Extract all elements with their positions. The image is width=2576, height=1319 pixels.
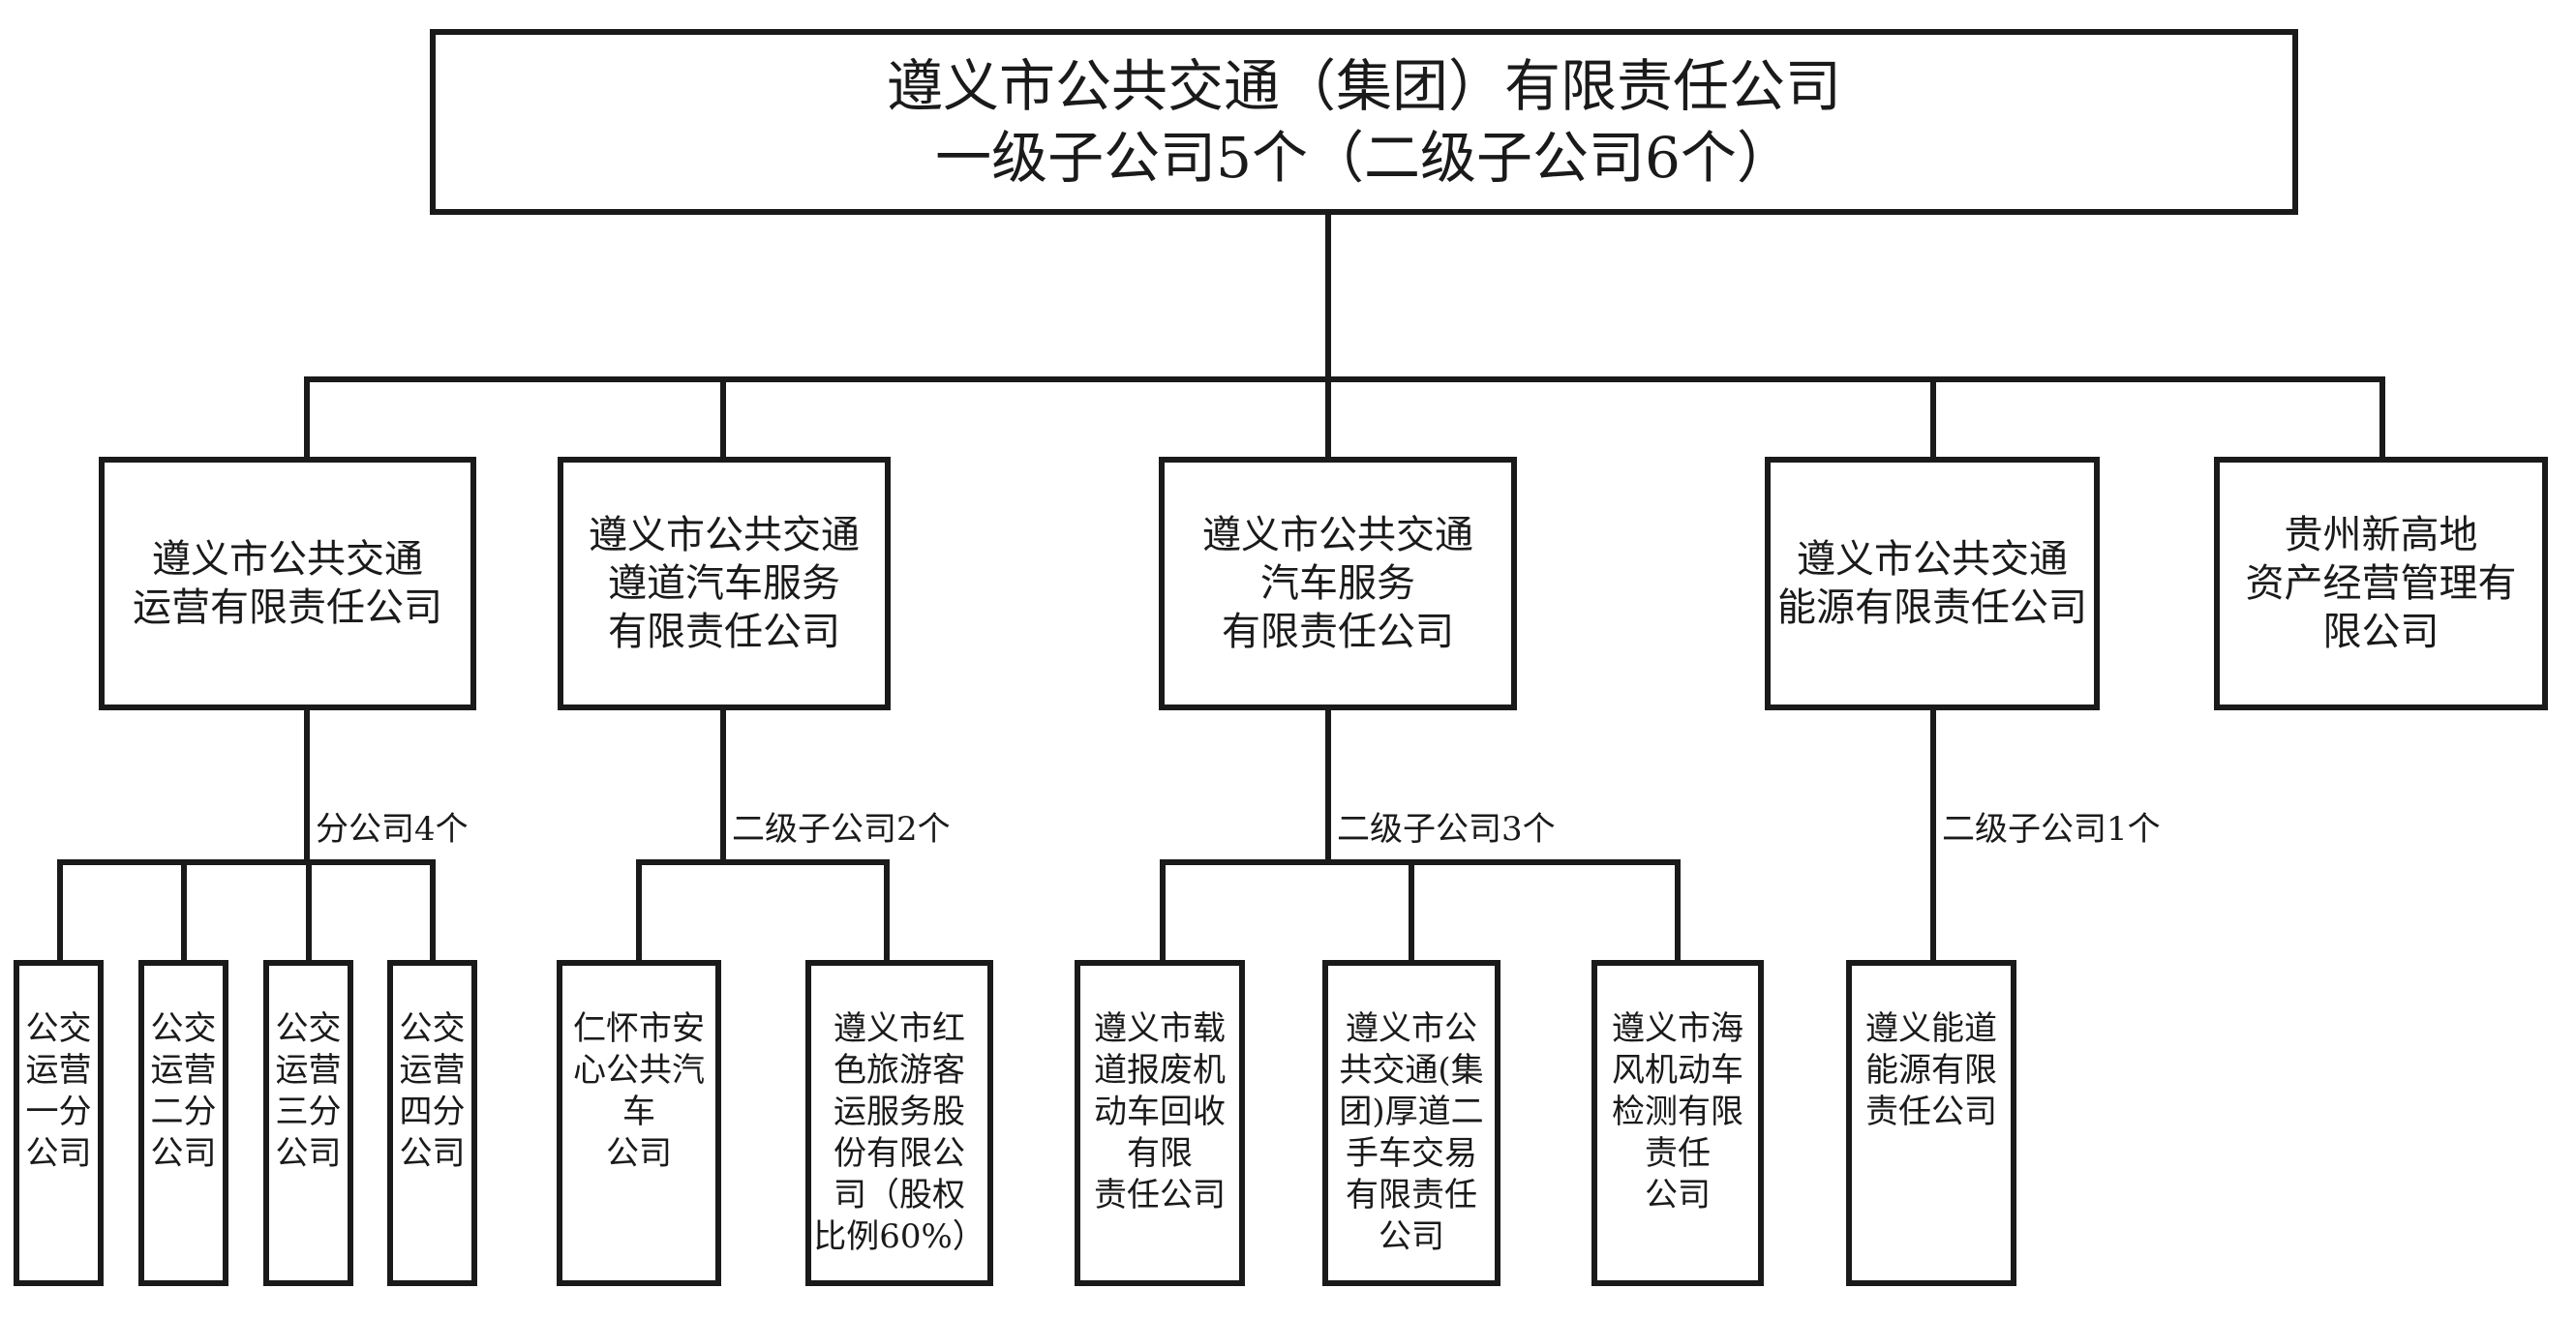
level1-label: 贵州新高地 资产经营管理有 限公司 — [2245, 513, 2517, 654]
connector-level1-1 — [720, 376, 726, 459]
connector-group0-child1 — [181, 859, 187, 962]
level1-label: 遵义市公共交通 运营有限责任公司 — [133, 537, 442, 630]
connector-group2-bus — [1160, 859, 1681, 865]
root-company-name: 遵义市公共交通（集团）有限责任公司 — [886, 53, 1841, 119]
connector-level1-3 — [1930, 376, 1936, 459]
level2-label: 遵义市公 共交通(集 团)厚道二 手车交易 有限责任 公司 — [1339, 1009, 1484, 1256]
root-company-summary: 一级子公司5个（二级子公司6个） — [935, 125, 1793, 191]
level2-node: 公交 运营 四分 公司 — [387, 960, 477, 1286]
connector-group0-child0 — [57, 859, 63, 962]
level2-node: 遵义能道 能源有限 责任公司 — [1846, 960, 2016, 1286]
connector-group0-child3 — [430, 859, 436, 962]
connector-group0-child2 — [306, 859, 312, 962]
level2-node: 公交 运营 二分 公司 — [138, 960, 228, 1286]
branch-label: 二级子公司3个 — [1337, 810, 1556, 849]
level1-node: 贵州新高地 资产经营管理有 限公司 — [2214, 457, 2548, 710]
level1-node: 遵义市公共交通 能源有限责任公司 — [1765, 457, 2100, 710]
level2-label: 公交 运营 三分 公司 — [275, 1009, 342, 1173]
connector-group1-child0 — [636, 859, 642, 962]
connector-level1-4 — [2379, 376, 2385, 459]
level2-node: 遵义市公 共交通(集 团)厚道二 手车交易 有限责任 公司 — [1322, 960, 1500, 1286]
connector-root-down — [1325, 213, 1331, 382]
level2-node: 遵义市红 色旅游客 运服务股 份有限公 司（股权 比例60%） — [805, 960, 993, 1286]
branch-label: 二级子公司2个 — [732, 810, 951, 849]
connector-group1-down — [720, 708, 726, 865]
level2-label: 遵义市海 风机动车 检测有限 责任 公司 — [1612, 1009, 1743, 1214]
level2-node: 遵义市海 风机动车 检测有限 责任 公司 — [1591, 960, 1764, 1286]
connector-group2-down — [1325, 708, 1331, 865]
branch-label: 分公司4个 — [316, 810, 469, 849]
root-company-label: 遵义市公共交通（集团）有限责任公司 一级子公司5个（二级子公司6个） — [887, 50, 1841, 194]
level2-label: 仁怀市安 心公共汽 车 公司 — [573, 1009, 705, 1173]
connector-group0-bus — [57, 859, 436, 865]
connector-level1-0 — [304, 376, 310, 459]
connector-group1-child1 — [884, 859, 890, 962]
connector-group2-child0 — [1160, 859, 1166, 962]
level2-node: 公交 运营 一分 公司 — [14, 960, 104, 1286]
level2-label: 遵义市红 色旅游客 运服务股 份有限公 司（股权 比例60%） — [813, 1009, 985, 1256]
level2-label: 公交 运营 四分 公司 — [399, 1009, 466, 1173]
level2-label: 遵义市载 道报废机 动车回收 有限 责任公司 — [1094, 1009, 1226, 1214]
level2-node: 遵义市载 道报废机 动车回收 有限 责任公司 — [1075, 960, 1245, 1286]
level1-label: 遵义市公共交通 汽车服务 有限责任公司 — [1202, 513, 1473, 654]
level1-label: 遵义市公共交通 能源有限责任公司 — [1777, 537, 2087, 630]
connector-group2-child2 — [1675, 859, 1681, 962]
level2-node: 公交 运营 三分 公司 — [263, 960, 353, 1286]
level1-label: 遵义市公共交通 遵道汽车服务 有限责任公司 — [589, 513, 860, 654]
connector-level1-bus — [304, 376, 2385, 382]
level2-node: 仁怀市安 心公共汽 车 公司 — [557, 960, 721, 1286]
level1-node: 遵义市公共交通 汽车服务 有限责任公司 — [1159, 457, 1517, 710]
level2-label: 公交 运营 一分 公司 — [25, 1009, 92, 1173]
level2-label: 公交 运营 二分 公司 — [150, 1009, 217, 1173]
connector-level1-2 — [1325, 376, 1331, 459]
root-company-node: 遵义市公共交通（集团）有限责任公司 一级子公司5个（二级子公司6个） — [430, 29, 2298, 215]
level2-label: 遵义能道 能源有限 责任公司 — [1865, 1009, 1997, 1131]
level1-node: 遵义市公共交通 遵道汽车服务 有限责任公司 — [558, 457, 891, 710]
connector-group2-child1 — [1409, 859, 1414, 962]
level1-node: 遵义市公共交通 运营有限责任公司 — [99, 457, 476, 710]
connector-group3-down — [1930, 708, 1936, 962]
branch-label: 二级子公司1个 — [1942, 810, 2161, 849]
connector-group0-down — [304, 708, 310, 865]
connector-group1-bus — [636, 859, 890, 865]
